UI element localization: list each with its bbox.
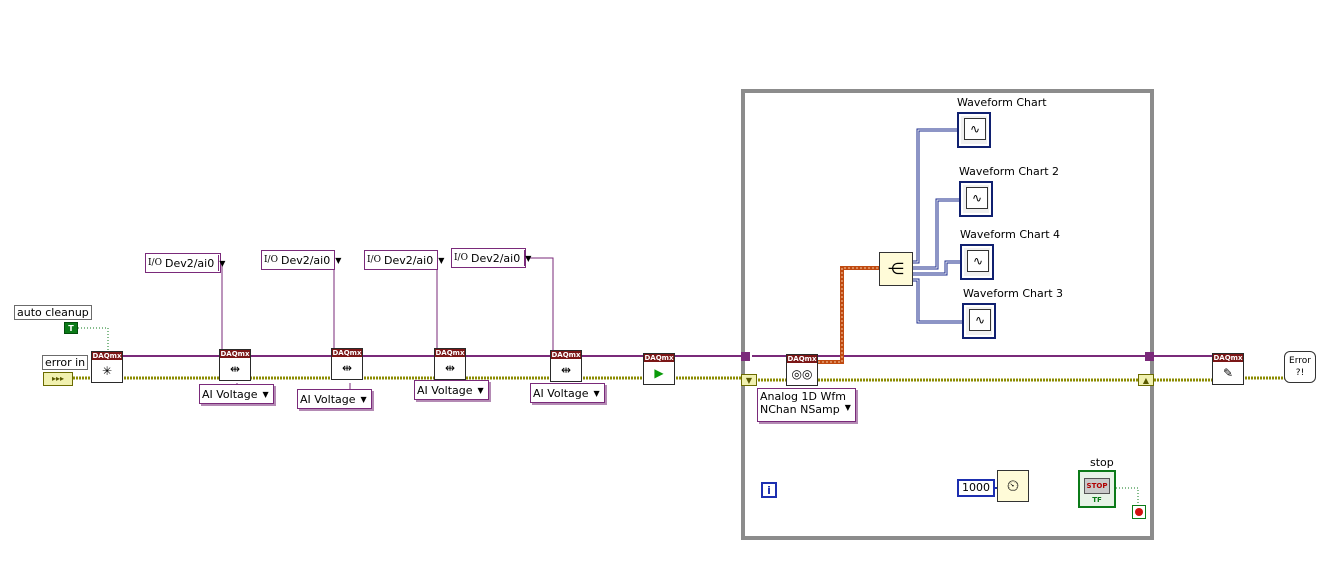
daqmx-create-channel-node-3[interactable]: DAQmx ⇹ <box>434 348 466 380</box>
io-icon: I/O <box>264 255 278 265</box>
auto-cleanup-label: auto cleanup <box>14 305 92 320</box>
daqmx-header: DAQmx <box>332 349 362 357</box>
ai-voltage-selector-1[interactable]: AI Voltage ▼ <box>199 384 274 404</box>
daqmx-header: DAQmx <box>644 354 674 362</box>
index-array-node[interactable]: ⋲ <box>879 252 913 286</box>
loop-condition-terminal[interactable] <box>1132 505 1146 519</box>
waveform-chart-3-label: Waveform Chart 3 <box>963 287 1064 300</box>
waveform-chart-2-terminal[interactable]: ∿ <box>959 181 993 217</box>
channel-name: Dev2/ai0 <box>470 251 521 265</box>
error-in-label: error in <box>42 355 89 370</box>
daqmx-create-channel-node-4[interactable]: DAQmx ⇹ <box>550 350 582 382</box>
channel-name: Dev2/ai0 <box>280 253 331 267</box>
waveform-chart-terminal[interactable]: ∿ <box>957 112 991 148</box>
chart-icon: ∿ <box>966 187 988 209</box>
task-tunnel-in <box>741 352 750 361</box>
timing-icon: ⇹ <box>444 361 456 375</box>
daqmx-header: DAQmx <box>220 350 250 358</box>
tf-indicator: TF <box>1092 496 1102 504</box>
true-constant[interactable]: T <box>64 322 78 334</box>
selector-line-2-row: NChan NSamp ▼ <box>760 403 851 416</box>
daqmx-start-task-node[interactable]: DAQmx ▶ <box>643 353 675 385</box>
sparkle-icon: ✳ <box>101 364 113 378</box>
waveform-chart-2-label: Waveform Chart 2 <box>959 165 1060 178</box>
waveform-chart-label: Waveform Chart <box>957 96 1047 109</box>
daqmx-header: DAQmx <box>435 349 465 357</box>
chevron-down-icon: ▼ <box>844 403 851 412</box>
daqmx-clear-task-node[interactable]: DAQmx ✎ <box>1212 353 1244 385</box>
glasses-icon: ◎◎ <box>791 367 813 381</box>
daqmx-header: DAQmx <box>1213 354 1243 362</box>
daqmx-create-channel-node-2[interactable]: DAQmx ⇹ <box>331 348 363 380</box>
stop-label: stop <box>1090 456 1114 469</box>
daqmx-read-node[interactable]: DAQmx ◎◎ <box>786 354 818 386</box>
chart-icon: ∿ <box>969 309 991 331</box>
selector-text: AI Voltage <box>202 387 258 401</box>
chevron-down-icon: ▼ <box>360 394 367 404</box>
ai-voltage-selector-2[interactable]: AI Voltage ▼ <box>297 389 372 409</box>
io-icon: I/O <box>148 258 162 268</box>
stop-button-terminal[interactable]: STOP TF <box>1078 470 1116 508</box>
io-icon: I/O <box>454 253 468 263</box>
chevron-down-icon[interactable]: ▼ <box>218 255 225 271</box>
selector-text: AI Voltage <box>300 392 356 406</box>
metronome-icon[interactable]: ⏲ <box>997 470 1029 502</box>
physical-channel-constant-4[interactable]: I/O Dev2/ai0 ▼ <box>451 248 531 268</box>
daqmx-create-channel-node-1[interactable]: DAQmx ⇹ <box>219 349 251 381</box>
daqmx-create-task-node[interactable]: DAQmx ✳ <box>91 351 123 383</box>
task-tunnel-out <box>1145 352 1154 361</box>
daqmx-header: DAQmx <box>551 351 581 359</box>
stop-button: STOP <box>1084 478 1110 494</box>
chevron-down-icon[interactable]: ▼ <box>334 252 341 268</box>
waveform-chart-4-label: Waveform Chart 4 <box>960 228 1061 241</box>
chevron-down-icon: ▼ <box>593 388 600 398</box>
ai-voltage-selector-3[interactable]: AI Voltage ▼ <box>414 380 489 400</box>
waveform-chart-4-terminal[interactable]: ∿ <box>960 244 994 280</box>
ai-voltage-selector-4[interactable]: AI Voltage ▼ <box>530 383 605 403</box>
channel-name: Dev2/ai0 <box>164 256 215 270</box>
waveform-chart-3-terminal[interactable]: ∿ <box>962 303 996 339</box>
timing-icon: ⇹ <box>341 361 353 375</box>
channel-name: Dev2/ai0 <box>383 253 434 267</box>
simple-error-handler-node[interactable]: Error ?! <box>1284 351 1316 383</box>
chevron-down-icon[interactable]: ▼ <box>524 250 531 266</box>
split-icon: ⋲ <box>888 259 904 278</box>
chart-icon: ∿ <box>964 118 986 140</box>
while-loop[interactable] <box>741 89 1154 540</box>
selector-line-2: NChan NSamp <box>760 403 840 416</box>
play-icon: ▶ <box>654 366 664 380</box>
selector-line-1: Analog 1D Wfm <box>760 390 846 403</box>
shift-register-left: ▼ <box>741 374 757 386</box>
selector-text: AI Voltage <box>417 383 473 397</box>
error-in-terminal[interactable]: ▸▸▸ <box>43 372 73 386</box>
chevron-down-icon[interactable]: ▼ <box>437 252 444 268</box>
selector-text: AI Voltage <box>533 386 589 400</box>
chevron-down-icon: ▼ <box>477 385 484 395</box>
eraser-icon: ✎ <box>1222 366 1234 380</box>
physical-channel-constant-1[interactable]: I/O Dev2/ai0 ▼ <box>145 253 225 273</box>
selector-line-1-row: Analog 1D Wfm <box>760 390 846 403</box>
daqmx-header: DAQmx <box>787 355 817 363</box>
iteration-terminal: i <box>761 482 777 498</box>
daqmx-header: DAQmx <box>92 352 122 360</box>
wait-ms-constant[interactable]: 1000 <box>957 479 995 497</box>
physical-channel-constant-3[interactable]: I/O Dev2/ai0 ▼ <box>364 250 444 270</box>
chevron-down-icon: ▼ <box>262 389 269 399</box>
read-type-selector[interactable]: Analog 1D Wfm NChan NSamp ▼ <box>757 388 856 422</box>
shift-register-right: ▲ <box>1138 374 1154 386</box>
timing-icon: ⇹ <box>560 363 572 377</box>
stop-if-true-icon <box>1135 508 1143 516</box>
physical-channel-constant-2[interactable]: I/O Dev2/ai0 ▼ <box>261 250 341 270</box>
chart-icon: ∿ <box>967 250 989 272</box>
timing-icon: ⇹ <box>229 362 241 376</box>
io-icon: I/O <box>367 255 381 265</box>
